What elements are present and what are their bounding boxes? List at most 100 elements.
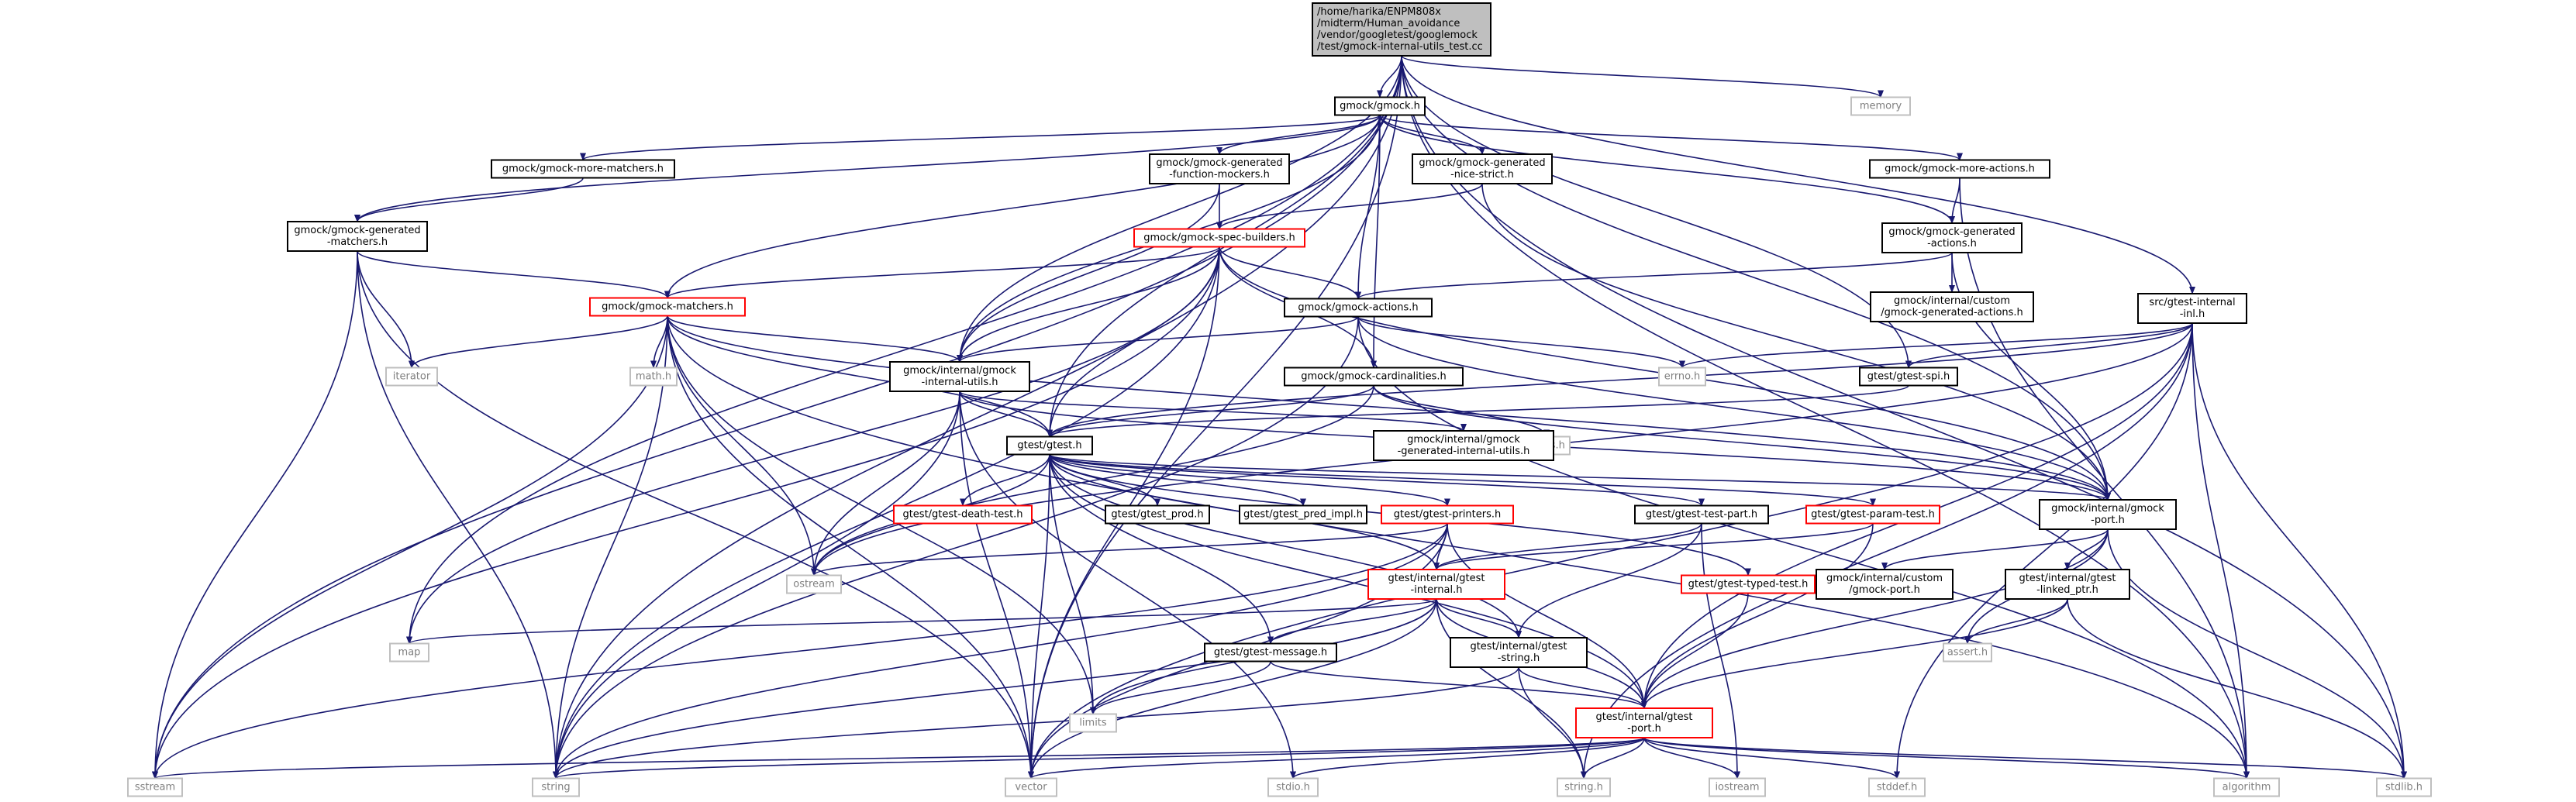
- edge-internal_utils-to-string: [553, 391, 960, 780]
- node-gmock_port[interactable]: gmock/internal/gmock-port.h: [2039, 499, 2177, 530]
- node-spec_builders-box: [1133, 228, 1305, 248]
- edge-gtest_h-to-vector: [1028, 454, 1050, 780]
- edge-more_actions-to-gen_actions: [1949, 177, 1960, 224]
- node-more_actions[interactable]: gmock/gmock-more-actions.h: [1869, 159, 2050, 179]
- node-gtest_h-label-0: gtest/gtest.h: [1017, 440, 1081, 452]
- edge-gtest_h-to-death_test: [960, 454, 1050, 507]
- node-spec_builders[interactable]: gmock/gmock-spec-builders.h: [1133, 228, 1305, 248]
- edge-gmock_port-to-stdlib_h: [2107, 528, 2407, 780]
- node-gen_actions[interactable]: gmock/gmock-generated-actions.h: [1881, 222, 2023, 253]
- node-internal_utils-box: [889, 361, 1030, 392]
- node-gtest_internal-label-1: -internal.h: [1411, 584, 1463, 596]
- node-gtest_pred_impl-label-0: gtest/gtest_pred_impl.h: [1243, 509, 1363, 521]
- node-gtest_string-label-1: -string.h: [1498, 652, 1540, 664]
- node-sstream: sstream: [127, 777, 183, 797]
- node-memory-box: [1850, 96, 1911, 116]
- node-limits-label-0: limits: [1079, 718, 1107, 729]
- node-param_test-box: [1805, 504, 1940, 525]
- node-gmock_h-label-0: gmock/gmock.h: [1340, 101, 1420, 112]
- edge-gmock_port-to-gtest_port: [1641, 528, 2109, 709]
- edge-gtest_printers-to-gtest_port: [1447, 523, 1647, 709]
- node-cardinalities[interactable]: gmock/gmock-cardinalities.h: [1284, 367, 1464, 387]
- edge-root-to-map: [406, 55, 1402, 645]
- node-iostream-label-0: iostream: [1715, 782, 1759, 793]
- node-linked_ptr-label-0: gtest/internal/gtest: [2019, 573, 2116, 584]
- edge-spec_builders-to-internal_utils: [957, 246, 1220, 363]
- node-typed_test-box: [1681, 574, 1816, 594]
- node-stdio_h: stdio.h: [1267, 777, 1319, 797]
- node-gtest_string[interactable]: gtest/internal/gtest-string.h: [1450, 637, 1588, 668]
- edge-matchers-to-algorithm: [667, 315, 2250, 780]
- node-gen_mockers-box: [1149, 153, 1290, 184]
- node-actions[interactable]: gmock/gmock-actions.h: [1284, 298, 1433, 318]
- node-gtest_message[interactable]: gtest/gtest-message.h: [1204, 642, 1337, 663]
- node-sstream-box: [127, 777, 183, 797]
- node-gmock_h-box: [1334, 96, 1426, 116]
- edge-gtest_internal-to-gtest_string: [1436, 598, 1522, 639]
- node-gen_nice[interactable]: gmock/gmock-generated-nice-strict.h: [1412, 153, 1553, 184]
- edge-internal_utils-to-stdio_h: [959, 391, 1296, 780]
- node-gen_actions-label-0: gmock/gmock-generated: [1888, 226, 2015, 238]
- node-death_test[interactable]: gtest/gtest-death-test.h: [893, 504, 1033, 525]
- node-map-label-0: map: [398, 647, 421, 659]
- edge-gen_matchers-to-iterator: [357, 250, 415, 369]
- node-gen_matchers-box: [287, 221, 428, 252]
- node-gtest_internal[interactable]: gtest/internal/gtest-internal.h: [1367, 569, 1505, 600]
- edge-typed_test-to-gtest_port: [1641, 593, 1749, 709]
- node-linked_ptr[interactable]: gtest/internal/gtest-linked_ptr.h: [2005, 569, 2130, 600]
- edge-gtest_internal-to-map: [406, 598, 1437, 645]
- edge-gen_nice-to-gmock_port: [1481, 183, 2111, 501]
- node-iostream: iostream: [1709, 777, 1766, 797]
- edge-gtest_spi-to-gtest_h: [1047, 384, 1909, 438]
- edge-gtest_internal-to-gtest_message: [1267, 598, 1437, 645]
- node-math_h-box: [629, 367, 678, 387]
- node-param_test-label-0: gtest/gtest-param-test.h: [1811, 509, 1935, 521]
- node-typed_test[interactable]: gtest/gtest-typed-test.h: [1681, 574, 1816, 594]
- node-iostream-box: [1709, 777, 1766, 797]
- edge-internal_utils-to-ostream: [811, 391, 960, 577]
- node-gtest_port[interactable]: gtest/internal/gtest-port.h: [1575, 707, 1713, 738]
- edge-matchers-to-string: [553, 315, 668, 780]
- node-test_part[interactable]: gtest/gtest-test-part.h: [1634, 504, 1769, 525]
- node-param_test[interactable]: gtest/gtest-param-test.h: [1805, 504, 1940, 525]
- edge-gmock_port-to-linked_ptr: [2064, 528, 2109, 570]
- edge-gmock_h-to-matchers: [664, 115, 1381, 299]
- edge-spec_builders-to-matchers: [664, 246, 1220, 299]
- node-custom_gmock_port[interactable]: gmock/internal/custom/gmock-port.h: [1816, 569, 1954, 600]
- node-gen_matchers[interactable]: gmock/gmock-generated-matchers.h: [287, 221, 428, 252]
- node-gtest_printers-label-0: gtest/gtest-printers.h: [1394, 509, 1502, 521]
- node-root[interactable]: /home/harika/ENPM808x/midterm/Human_avoi…: [1312, 2, 1491, 57]
- node-assert_h-box: [1943, 642, 1992, 663]
- node-more_matchers[interactable]: gmock/gmock-more-matchers.h: [491, 159, 675, 179]
- node-gen_internal_utils-label-0: gmock/internal/gmock: [1407, 434, 1520, 446]
- node-gtest_h[interactable]: gtest/gtest.h: [1006, 435, 1093, 456]
- node-matchers[interactable]: gmock/gmock-matchers.h: [589, 297, 746, 317]
- node-gtest_prod[interactable]: gtest/gtest_prod.h: [1105, 504, 1210, 525]
- edge-linked_ptr-to-assert_h: [1964, 598, 2068, 645]
- edge-spec_builders-to-actions: [1219, 246, 1361, 300]
- edge-gtest_h-to-gtest_printers: [1049, 454, 1450, 507]
- node-vector: vector: [1005, 777, 1057, 797]
- node-gen_mockers[interactable]: gmock/gmock-generated-function-mockers.h: [1149, 153, 1290, 184]
- node-stdlib_h: stdlib.h: [2376, 777, 2432, 797]
- edge-gmock_h-to-gen_matchers: [354, 115, 1381, 222]
- node-errno_h: errno.h: [1658, 367, 1706, 387]
- node-more_matchers-box: [491, 159, 675, 179]
- node-gen_matchers-label-1: -matchers.h: [327, 236, 388, 248]
- edge-cardinalities-to-gtest_h: [1047, 385, 1374, 438]
- edge-gmock_port-to-custom_gmock_port: [1881, 528, 2109, 570]
- node-string_h-box: [1557, 777, 1611, 797]
- node-gtest_printers[interactable]: gtest/gtest-printers.h: [1381, 504, 1514, 525]
- node-custom_gen_actions[interactable]: gmock/internal/custom/gmock-generated-ac…: [1870, 291, 2034, 322]
- node-gen_internal_utils[interactable]: gmock/internal/gmock-generated-internal-…: [1373, 430, 1554, 461]
- node-math_h: math.h: [629, 367, 678, 387]
- node-string_h-label-0: string.h: [1564, 782, 1603, 793]
- node-gtest_spi[interactable]: gtest/gtest-spi.h: [1859, 367, 1958, 387]
- node-gmock_h[interactable]: gmock/gmock.h: [1334, 96, 1426, 116]
- edge-gtest_string-to-string: [553, 666, 1519, 780]
- node-internal_utils-label-0: gmock/internal/gmock: [903, 365, 1016, 377]
- edge-gtest_internal_inl-to-gtest_spi: [1905, 322, 2193, 369]
- node-internal_utils[interactable]: gmock/internal/gmock-internal-utils.h: [889, 361, 1030, 392]
- node-gtest_pred_impl[interactable]: gtest/gtest_pred_impl.h: [1239, 504, 1367, 525]
- node-gtest_internal_inl[interactable]: src/gtest-internal-inl.h: [2137, 293, 2247, 324]
